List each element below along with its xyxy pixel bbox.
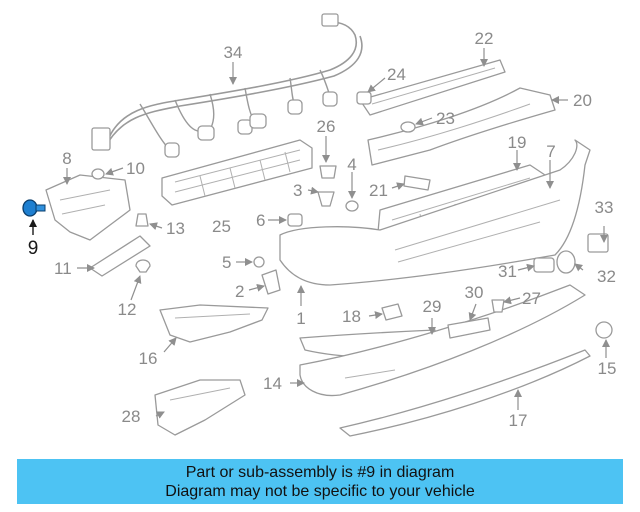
part-10-clip[interactable] — [91, 168, 105, 180]
part-14-lower-valance[interactable] — [299, 284, 586, 397]
callout-17: 17 — [509, 411, 528, 430]
part-7-bumper-cover[interactable] — [279, 139, 591, 286]
part-8-side-bracket[interactable] — [45, 174, 131, 241]
callout-25: 25 — [212, 217, 231, 236]
callout-20: 20 — [573, 91, 592, 110]
callout-21: 21 — [369, 181, 388, 200]
part-15-screw[interactable] — [595, 321, 613, 339]
part-21-bolt[interactable] — [403, 175, 431, 191]
part-28-lower-bracket[interactable] — [154, 379, 246, 436]
part-11-bracket[interactable] — [89, 235, 151, 277]
banner-line-2: Diagram may not be specific to your vehi… — [165, 482, 475, 500]
part-26-nut[interactable] — [319, 165, 337, 179]
callout-30: 30 — [465, 283, 484, 302]
callout-22: 22 — [475, 29, 494, 48]
callout-32: 32 — [597, 267, 616, 286]
callout-24: 24 — [387, 65, 406, 84]
callout-31: 31 — [498, 262, 517, 281]
callout-4: 4 — [347, 155, 356, 174]
part-31-sensor[interactable] — [533, 257, 555, 273]
part-3-retainer[interactable] — [317, 191, 335, 207]
part-2-bracket[interactable] — [261, 269, 281, 295]
part-25-energy-absorber[interactable] — [161, 139, 313, 206]
part-23-clip[interactable] — [400, 121, 416, 133]
info-banner: Part or sub-assembly is #9 in diagram Di… — [17, 459, 623, 504]
part-17-diffuser[interactable] — [339, 349, 591, 437]
callout-8: 8 — [62, 149, 71, 168]
part-9-bolt[interactable] — [22, 199, 46, 217]
callout-26: 26 — [317, 117, 336, 136]
callout-19: 19 — [508, 133, 527, 152]
callout-18: 18 — [342, 307, 361, 326]
part-18-sensor[interactable] — [381, 303, 403, 321]
callout-7: 7 — [546, 142, 555, 161]
callout-14: 14 — [263, 374, 282, 393]
callout-3: 3 — [293, 181, 302, 200]
callout-27: 27 — [522, 289, 541, 308]
callout-15: 15 — [598, 359, 617, 378]
callout-1: 1 — [296, 309, 305, 328]
part-5-screw[interactable] — [253, 256, 265, 268]
leader-lines — [29, 48, 610, 419]
callout-29: 29 — [423, 297, 442, 316]
callout-34: 34 — [224, 43, 243, 62]
part-13-nut[interactable] — [135, 213, 149, 227]
callout-6: 6 — [256, 211, 265, 230]
part-32-grommet[interactable] — [556, 250, 576, 274]
callout-10: 10 — [126, 159, 145, 178]
fasteners — [91, 91, 613, 339]
callout-9: 9 — [28, 238, 39, 259]
callout-2: 2 — [235, 282, 244, 301]
part-33-bracket[interactable] — [587, 233, 609, 253]
callout-11: 11 — [54, 259, 72, 278]
banner-line-1: Part or sub-assembly is #9 in diagram — [185, 463, 455, 481]
callout-13: 13 — [166, 219, 185, 238]
part-12-screw[interactable] — [135, 259, 151, 273]
part-6-clip[interactable] — [287, 213, 303, 227]
part-16-lower-bracket[interactable] — [159, 304, 269, 343]
callout-5: 5 — [222, 253, 231, 272]
part-34-wiring-harness[interactable] — [91, 13, 363, 158]
part-24-clip[interactable] — [356, 91, 372, 105]
callout-labels: 34 22 20 24 23 26 19 7 8 10 4 3 21 6 13 … — [28, 29, 617, 430]
callout-12: 12 — [118, 300, 137, 319]
part-27-clip[interactable] — [491, 299, 505, 313]
callout-16: 16 — [139, 349, 158, 368]
callout-28: 28 — [122, 407, 141, 426]
part-22-bracket[interactable] — [359, 59, 506, 116]
part-4-clip[interactable] — [345, 200, 359, 212]
callout-23: 23 — [436, 109, 455, 128]
callout-33: 33 — [595, 198, 614, 217]
